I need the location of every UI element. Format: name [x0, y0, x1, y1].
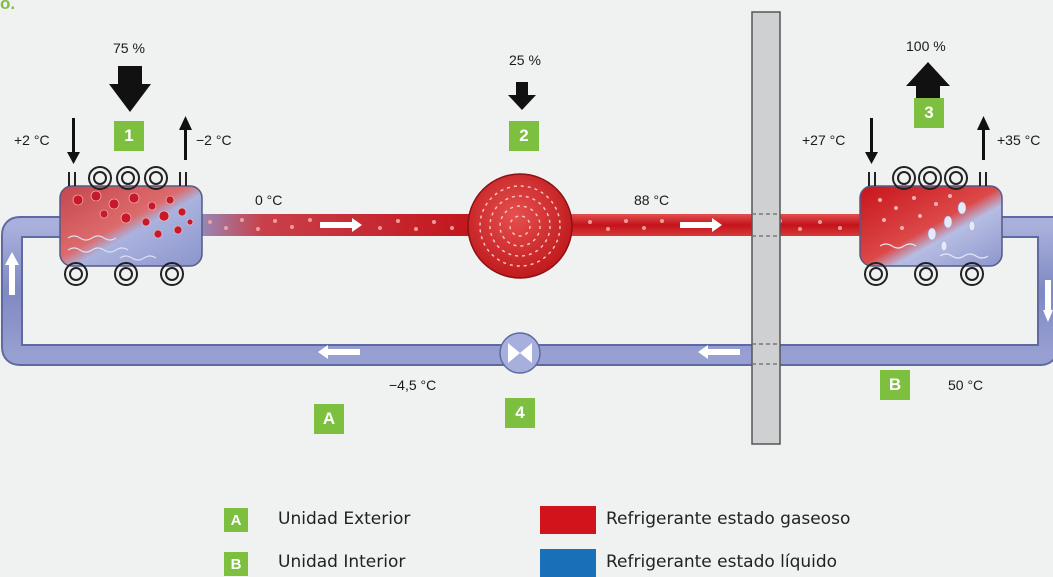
step-badge-3: 3	[914, 98, 944, 128]
legend-badge-b: B	[224, 552, 248, 576]
compressor	[467, 173, 573, 279]
legend-label-b: Unidad Interior	[278, 552, 406, 572]
step-badge-4: 4	[505, 398, 535, 428]
air-in-arrow-icon	[865, 118, 878, 164]
air-out-arrow-icon	[977, 116, 990, 160]
air-out-arrow-icon	[179, 116, 192, 160]
legend-badge-a: A	[224, 508, 248, 532]
unit-badge-a: A	[314, 404, 344, 434]
heat-out-arrow-icon	[906, 62, 950, 100]
evaporator-unit	[59, 166, 203, 286]
legend-label-liquid: Refrigerante estado líquido	[606, 552, 838, 572]
flow-arrow-icon	[680, 218, 722, 232]
flow-arrow-icon	[318, 345, 360, 359]
flow-arrow-icon	[5, 252, 19, 295]
heat-in-arrow-icon	[508, 82, 536, 110]
temp-evap-in: +2 °C	[14, 132, 50, 148]
condenser-unit	[859, 166, 1003, 286]
temp-cond-in: +27 °C	[802, 132, 846, 148]
temp-evap-out: −2 °C	[196, 132, 232, 148]
air-in-arrow-icon	[67, 118, 80, 164]
header-fragment: o.	[0, 0, 16, 13]
temp-cond-out: +35 °C	[997, 132, 1041, 148]
flow-arrow-icon	[1043, 280, 1053, 322]
building-wall	[751, 11, 781, 445]
step-badge-2: 2	[509, 121, 539, 151]
heat-in-arrow-icon	[109, 66, 151, 112]
unit-badge-b: B	[880, 370, 910, 400]
step3-percent: 100 %	[906, 38, 946, 54]
temp-after-evap: 0 °C	[255, 192, 283, 208]
temp-after-valve: −4,5 °C	[389, 377, 437, 393]
temp-after-compressor: 88 °C	[634, 192, 670, 208]
legend-label-gas: Refrigerante estado gaseoso	[606, 509, 851, 529]
step2-percent: 25 %	[509, 52, 541, 68]
legend-swatch-gas	[540, 506, 596, 534]
step1-percent: 75 %	[113, 40, 145, 56]
flow-arrow-icon	[320, 218, 362, 232]
temp-after-condenser: 50 °C	[948, 377, 984, 393]
expansion-valve-icon	[499, 332, 541, 374]
legend-swatch-liquid	[540, 549, 596, 577]
legend-label-a: Unidad Exterior	[278, 509, 411, 529]
flow-arrow-icon	[698, 345, 740, 359]
step-badge-1: 1	[114, 121, 144, 151]
